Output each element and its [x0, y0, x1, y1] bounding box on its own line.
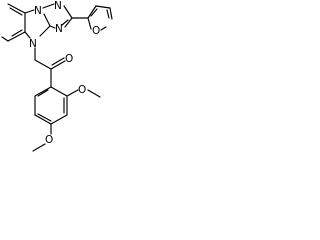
bond	[34, 86, 52, 97]
atom-label-o-ketone: O	[65, 53, 73, 65]
bond	[37, 89, 49, 97]
atom-labels: N N N N O O O O	[29, 0, 100, 146]
bond	[34, 114, 52, 125]
bond	[1, 36, 9, 42]
bond	[63, 5, 73, 19]
molecule-structure: N N N N O O O O	[1, 0, 113, 152]
bond	[106, 9, 110, 19]
atom-label-n4: N	[29, 38, 37, 50]
bond	[87, 5, 97, 19]
bonds	[1, 3, 113, 152]
bond	[61, 19, 69, 26]
bond	[24, 31, 31, 39]
bond	[87, 17, 92, 30]
bond	[50, 114, 68, 125]
bond	[50, 86, 68, 97]
bond	[7, 31, 26, 42]
bond	[7, 3, 26, 14]
bond	[9, 7, 23, 16]
bond	[49, 25, 56, 29]
atom-label-n1: N	[34, 5, 42, 17]
atom-label-n2: N	[54, 0, 62, 12]
bond	[24, 9, 35, 14]
bond	[64, 17, 73, 28]
bond	[42, 3, 55, 9]
bond	[100, 26, 107, 31]
bond	[109, 7, 113, 20]
bond	[34, 59, 52, 70]
bond	[32, 143, 46, 152]
bond	[90, 8, 98, 17]
bond	[95, 5, 111, 9]
bond	[37, 113, 52, 122]
bond	[50, 60, 66, 70]
atom-label-n3: N	[55, 23, 63, 35]
bond	[87, 89, 101, 98]
bond	[66, 89, 79, 97]
bond	[11, 29, 23, 37]
atom-label-o-methoxy-upper: O	[78, 84, 86, 96]
atom-label-o-methoxy-lower: O	[45, 134, 53, 146]
bond	[43, 13, 51, 27]
bond	[51, 57, 65, 66]
atom-label-o-furan: O	[92, 25, 100, 37]
bond	[39, 25, 51, 37]
